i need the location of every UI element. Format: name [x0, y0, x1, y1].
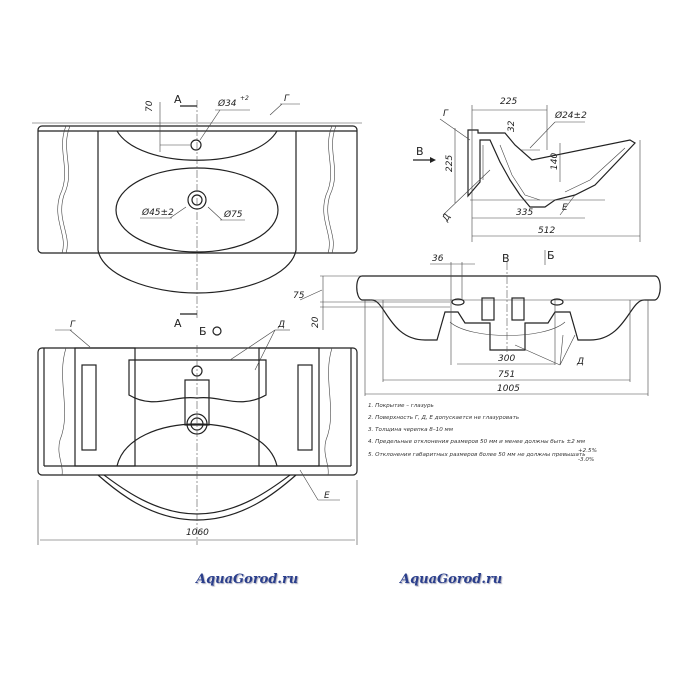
section-a-top: A: [174, 93, 182, 106]
label-d-side: Д: [440, 212, 453, 224]
dim-751: 751: [498, 370, 515, 380]
label-g-bottom: Г: [70, 320, 76, 330]
view-v-label: В: [416, 145, 424, 158]
top-view: 70 Ø34 +2 Г Ø45±2 Ø75 A A Б: [32, 93, 362, 338]
dim-1005: 1005: [497, 384, 520, 394]
label-e-side: Е: [562, 203, 568, 213]
hole-diameter: Ø34: [217, 98, 237, 109]
label-e-bottom: Е: [324, 491, 330, 501]
notes: 1. Покрытие – глазурь 2. Поверхность Г, …: [368, 403, 597, 463]
watermark-right: AquaGorod.ru: [400, 572, 503, 587]
side-section-view: 225 Ø24±2 32 225 140 335 512 В Г Д Е: [413, 97, 641, 242]
section-a-bottom: A: [174, 317, 182, 330]
front-view: 36 В Б 75 20 300 751 1005 Д: [293, 249, 661, 396]
side-hole-diameter: Ø24±2: [554, 110, 587, 121]
front-view-v: В: [502, 252, 510, 265]
note-3: 3. Толщина черепка 8–10 мм: [368, 427, 454, 433]
note-5-tol-plus: +2.5%: [578, 448, 597, 454]
dim-225-top: 225: [500, 97, 517, 107]
label-d-front: Д: [576, 357, 584, 367]
dim-20: 20: [311, 316, 321, 328]
note-1: 1. Покрытие – глазурь: [368, 403, 434, 409]
watermark-left: AquaGorod.ru: [196, 572, 299, 587]
bottom-view: Г Д Е 1060: [37, 320, 358, 545]
dim-225-height: 225: [445, 155, 455, 172]
dim-70: 70: [145, 100, 155, 112]
drain-diameter: Ø45±2: [141, 207, 174, 218]
label-d-bottom: Д: [277, 320, 285, 330]
note-5-tol-minus: -3.0%: [578, 457, 594, 463]
note-5: 5. Отклонения габаритных размеров более …: [368, 452, 586, 458]
note-4: 4. Предельные отклонения размеров 50 мм …: [368, 439, 586, 445]
dim-36: 36: [432, 254, 444, 264]
dim-335: 335: [516, 208, 533, 218]
dim-75: 75: [293, 291, 305, 301]
hole-tolerance: +2: [240, 95, 249, 102]
dim-1060: 1060: [186, 528, 209, 538]
note-2: 2. Поверхность Г, Д, Е допускается не гл…: [368, 415, 519, 421]
drain-outer-diameter: Ø75: [223, 209, 243, 220]
dim-140: 140: [550, 153, 560, 170]
front-view-b: Б: [547, 249, 555, 262]
label-g-top: Г: [284, 94, 290, 104]
view-b-label: Б: [199, 325, 207, 338]
label-g-side: Г: [443, 109, 449, 119]
dim-512: 512: [538, 226, 555, 236]
dim-32: 32: [507, 120, 517, 132]
dim-300: 300: [498, 354, 515, 364]
